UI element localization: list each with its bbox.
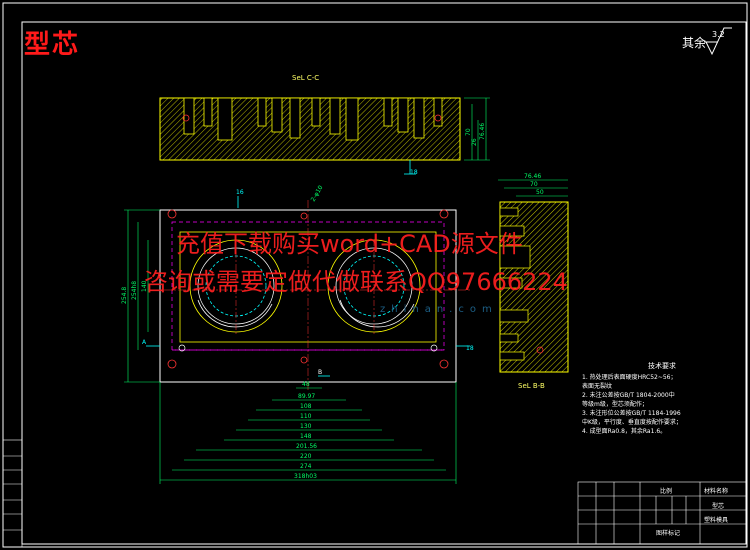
dim-side-50: 50 [536,189,544,196]
top-section-label: SeL C-C [292,74,319,82]
dim-8997: 89.97 [298,393,315,400]
note-item: 1. 热处理后表面硬度HRC52~56； [582,374,677,381]
side-section-view [499,201,569,373]
left-cavity [189,239,283,334]
dim-left-2548: 254.8 [121,287,128,304]
watermark-line-1: 充值下载购买word+CAD源文件 [176,230,523,258]
mounting-holes [167,209,449,369]
tb-company-label: 塑料模具 [704,517,729,524]
side-section-label: SeL B-B [518,382,545,390]
dim-110: 110 [300,413,312,420]
bottom-dim-labels: 48 89.97 108 110 130 148 201.56 220 274 … [294,381,317,480]
dim-130: 130 [300,423,312,430]
tb-drawing-label: 图样标记 [656,530,681,537]
left-revision-strip [2,439,23,548]
note-item: 中K级，平行度、垂直度按配作要求； [582,419,682,426]
roughness-symbol [704,27,732,56]
dim-top-7646: 76.46 [479,123,486,140]
label-phi: 2-φ10 [310,184,325,203]
label-18-plan: 18 [466,345,474,352]
bottom-dimensions [159,382,457,484]
inner-frame [21,21,747,545]
top-section-view [159,97,461,161]
roughness-prefix: 其余 [682,36,707,50]
plan-view-outline [150,200,470,390]
section-arrow-top [404,160,416,175]
label-A: A [142,339,147,346]
tb-part-label: 型芯 [712,503,725,510]
dim-left-140: 140 [141,280,148,292]
dim-148: 148 [300,433,312,440]
dim-top-70: 70 [465,128,472,136]
dim-top-26: 26 [471,138,478,146]
dim-318: 318h03 [294,473,317,480]
left-dimensions [124,209,160,383]
note-item: 等级m级，型芯须配作； [582,401,648,408]
dim-220: 220 [300,453,312,460]
label-18-top: 18 [410,169,418,176]
dim-side-70: 70 [530,181,538,188]
cut-mark-B: B [318,369,322,376]
technical-notes: 技术要求 1. 热处理后表面硬度HRC52~56； 表面无裂纹 2. 未注公差按… [582,362,742,436]
roughness-value: 3.2 [712,30,725,39]
tb-material-label: 材料名称 [704,488,729,495]
note-item: 4. 成型面Ra0.8，其余Ra1.6。 [582,428,667,435]
title-block [577,481,747,545]
dim-left-254h8: 254h8 [131,281,138,300]
section-arrows-plan [146,196,470,377]
note-item: 表面无裂纹 [582,383,613,390]
watermark-line-2: 咨询或需要定做代做联系QQ97666224 [144,268,568,296]
tb-scale-label: 比例 [660,488,673,495]
part-title: 型芯 [24,30,81,60]
note-item: 2. 未注公差按GB/T 1804-2000中 [582,392,675,399]
label-16: 16 [236,189,244,196]
right-cavity [327,239,421,334]
notes-heading: 技术要求 [648,362,676,370]
top-view-dimensions [464,97,490,161]
watermark-site: zhinan.com [380,304,498,315]
dim-48: 48 [302,381,310,388]
dim-side-7646: 76.46 [524,173,541,180]
note-item: 3. 未注形位公差按GB/T 1184-1996 [582,410,681,417]
pin-holes [178,344,438,352]
dim-108: 108 [300,403,312,410]
side-dimensions [498,179,568,197]
dim-274: 274 [300,463,312,470]
dim-20156: 201.56 [296,443,317,450]
